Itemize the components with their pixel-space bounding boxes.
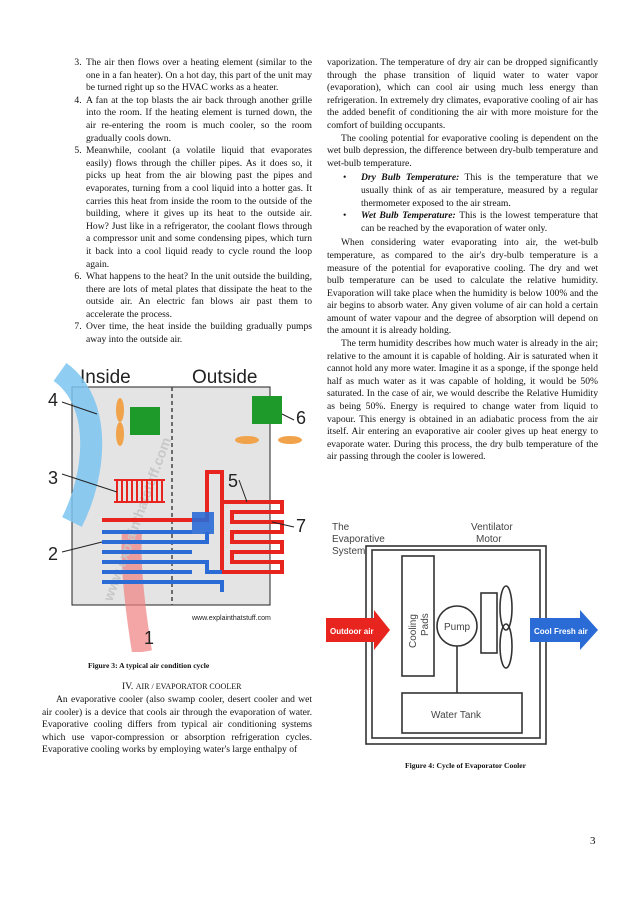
fresh-air-label: Cool Fresh air [534,627,588,636]
label-3: 3 [48,468,58,488]
title-line-1: The [332,522,350,533]
motor-label: Motor [476,534,502,545]
left-column: The air then flows over a heating elemen… [62,57,312,347]
outdoor-air-arrow [326,610,390,650]
section-heading: IV. Air / Evaporator Cooler [122,681,242,692]
right-column: vaporization. The temperature of dry air… [327,57,598,464]
figure3-caption: Figure 3: A typical air condition cycle [88,661,210,670]
evaporative-cooler-diagram: The Evaporative System Ventilator Motor … [326,518,598,750]
ac-steps-list: The air then flows over a heating elemen… [62,57,312,347]
pads-label-2: Pads [420,613,431,636]
label-4: 4 [48,390,58,410]
list-item: •Dry Bulb Temperature: This is the tempe… [343,172,598,209]
figure4-caption: Figure 4: Cycle of Evaporator Cooler [405,761,526,770]
paragraph: vaporization. The temperature of dry air… [327,57,598,131]
ventilator-label: Ventilator [471,522,513,533]
fresh-air-arrow [530,610,598,650]
label-5: 5 [228,471,238,491]
label-1: 1 [144,628,154,648]
label-2: 2 [48,544,58,564]
list-item: Meanwhile, coolant (a volatile liquid th… [84,145,312,271]
outdoor-air-label: Outdoor air [330,627,374,636]
page-number: 3 [590,835,596,847]
source-url: www.explainthatstuff.com [191,615,271,622]
list-item: •Wet Bulb Temperature: This is the lowes… [343,210,598,234]
inside-label: Inside [80,367,131,388]
list-item: What happens to the heat? In the unit ou… [84,271,312,321]
pump-label: Pump [444,622,471,633]
title-line-2: Evaporative [332,534,385,545]
ac-cycle-diagram: Inside Outside www.explainthatstuff.com … [42,362,312,652]
outside-label: Outside [192,367,257,388]
outside-fan-unit [252,396,282,424]
list-item: The air then flows over a heating elemen… [84,57,312,95]
paragraph: The cooling potential for evaporative co… [327,132,598,169]
inside-fan-unit [130,407,160,435]
paragraph: The term humidity describes how much wat… [327,338,598,463]
bullet-list: •Dry Bulb Temperature: This is the tempe… [327,172,598,235]
list-item: A fan at the top blasts the air back thr… [84,95,312,145]
label-6: 6 [296,408,306,428]
label-7: 7 [296,516,306,536]
tank-label: Water Tank [431,710,482,721]
pads-label-1: Cooling [408,614,419,648]
title-line-3: System [332,546,365,557]
paragraph: When considering water evaporating into … [327,237,598,337]
list-item: Over time, the heat inside the building … [84,321,312,346]
evaporative-intro-paragraph: An evaporative cooler (also swamp cooler… [42,694,312,756]
